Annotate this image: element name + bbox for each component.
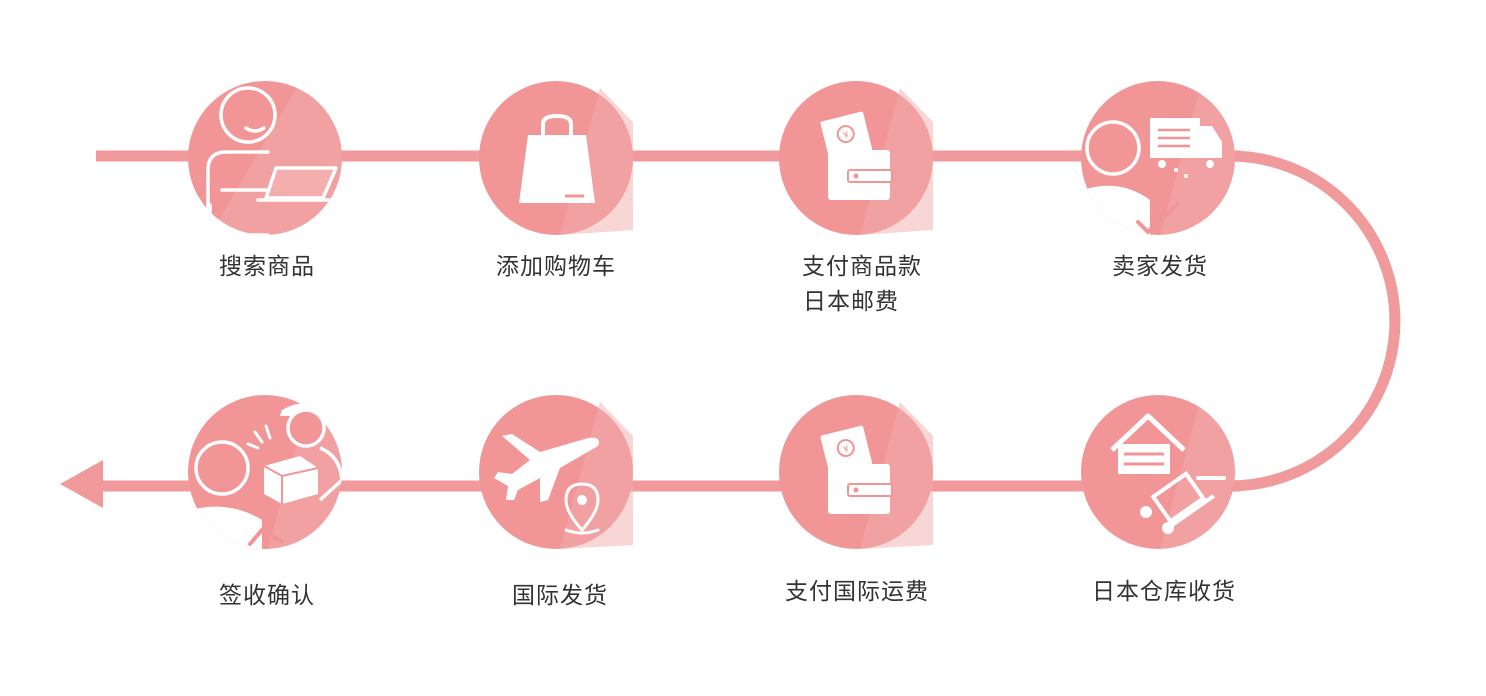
svg-text:¥: ¥ [842,444,850,455]
step-1-label-text: 搜索商品 [219,254,315,280]
step-5-warehouse [1081,395,1235,549]
step-3-label-text-2: 日本邮费 [803,289,899,315]
step-1-search [188,81,342,235]
step-7-intl-shipping [479,395,633,549]
step-5-label-text: 日本仓库收货 [1092,579,1236,605]
step-8-label: 签收确认 [147,579,387,614]
step-6-pay-shipping: ¥ [779,395,933,549]
airplane-pin-icon [494,434,600,535]
step-4-label: 卖家发货 [1040,250,1280,285]
shopping-bag-icon [519,113,595,203]
arrow-head-icon [60,460,103,508]
step-7-label-text: 国际发货 [512,583,608,609]
svg-text:¥: ¥ [842,130,850,141]
step-7-label: 国际发货 [440,579,680,614]
step-6-label-text: 支付国际运费 [785,579,929,605]
step-4-seller-ships [1081,81,1235,235]
wallet-money-icon: ¥ [820,111,893,200]
person-laptop-icon [206,86,338,235]
step-3-label-text: 支付商品款 [802,254,922,280]
step-6-label: 支付国际运费 [737,575,977,610]
step-2-cart [479,81,633,235]
step-3-label: 支付商品款 日本邮费 [742,250,982,320]
step-3-pay-goods: ¥ [779,81,933,235]
step-2-label-text: 添加购物车 [496,254,616,280]
step-5-label: 日本仓库收货 [1044,575,1284,610]
warehouse-cart-icon [1110,413,1226,534]
step-2-label: 添加购物车 [436,250,676,285]
step-1-label: 搜索商品 [147,250,387,285]
step-4-label-text: 卖家发货 [1112,254,1208,280]
wallet-money-icon: ¥ [820,425,893,514]
step-8-label-text: 签收确认 [219,583,315,609]
courier-package-icon [190,403,342,549]
return-curve [1229,150,1401,492]
step-8-sign-confirm [188,395,342,549]
person-truck-icon [1083,118,1222,235]
